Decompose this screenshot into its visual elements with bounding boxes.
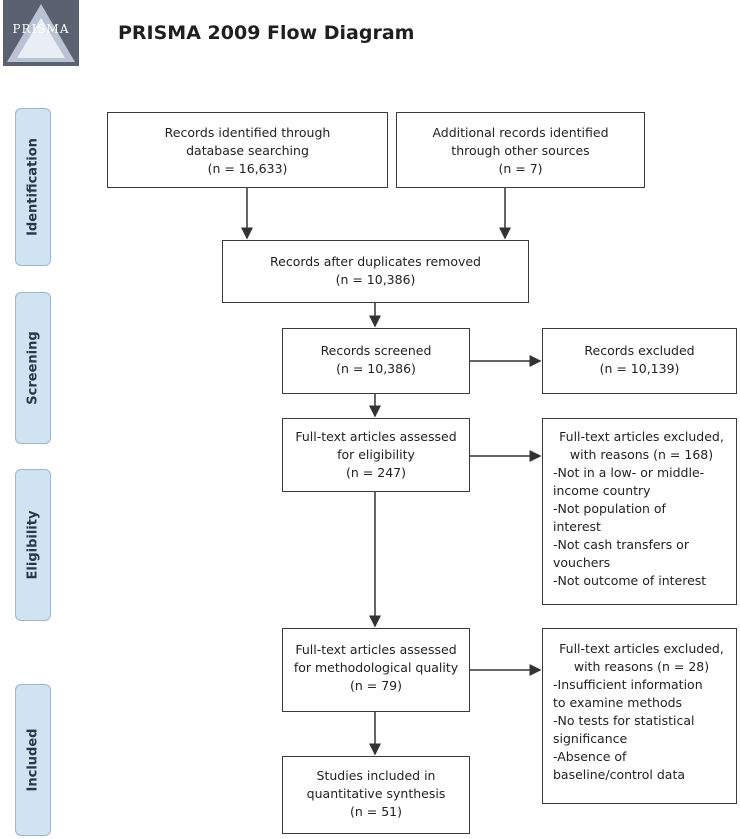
triangle-icon (7, 4, 75, 62)
box-line: Full-text articles excluded, (559, 641, 724, 656)
box-line: (n = 7) (498, 161, 543, 176)
box-line: Records excluded (584, 343, 695, 358)
box-line: (n = 10,386) (336, 361, 416, 376)
box-line: for eligibility (337, 447, 415, 462)
box-line: through other sources (451, 143, 590, 158)
box-line: (n = 16,633) (207, 161, 288, 176)
box-line: quantitative synthesis (306, 786, 446, 801)
prisma-logo: PRISMA (3, 0, 79, 66)
box-line: database searching (186, 143, 309, 158)
stage-identification: Identification (15, 108, 51, 266)
box-methodological-quality: Full-text articles assessed for methodol… (282, 628, 470, 712)
box-line: significance (553, 731, 628, 746)
box-line: (n = 10,386) (335, 272, 416, 287)
box-line: Full-text articles excluded, (559, 429, 724, 444)
box-line: -Not cash transfers or (553, 537, 689, 552)
box-line: with reasons (n = 28) (573, 659, 710, 674)
stage-screening: Screening (15, 292, 51, 444)
box-line: (n = 247) (346, 465, 406, 480)
box-records-screened: Records screened (n = 10,386) (282, 328, 470, 394)
stage-included: Included (15, 684, 51, 836)
box-line: Full-text articles assessed (295, 642, 457, 657)
box-line: Full-text articles assessed (295, 429, 457, 444)
box-line: vouchers (553, 555, 611, 570)
box-line: baseline/control data (553, 767, 686, 782)
stage-eligibility: Eligibility (15, 469, 51, 621)
box-line: interest (553, 519, 601, 534)
box-line: Records screened (320, 343, 432, 358)
box-line: -Insufficient information (553, 677, 703, 692)
box-database-records: Records identified through database sear… (107, 112, 388, 188)
box-other-sources: Additional records identified through ot… (396, 112, 645, 188)
box-line: -Absence of (553, 749, 627, 764)
logo-text: PRISMA (12, 22, 70, 36)
box-line: Records identified through (164, 125, 331, 140)
box-line: Records after duplicates removed (270, 254, 481, 269)
box-records-excluded: Records excluded (n = 10,139) (542, 328, 737, 394)
box-line: Studies included in (316, 768, 436, 783)
box-line: -Not outcome of interest (553, 573, 707, 588)
page-title: PRISMA 2009 Flow Diagram (118, 22, 415, 44)
box-line: Additional records identified (432, 125, 609, 140)
box-methodological-excluded: Full-text articles excluded, with reason… (542, 628, 737, 804)
box-line: -Not population of (553, 501, 666, 516)
box-line: (n = 51) (349, 804, 402, 819)
box-line: for methodological quality (293, 660, 459, 675)
box-line: -Not in a low- or middle- (553, 465, 705, 480)
box-fulltext-assessed: Full-text articles assessed for eligibil… (282, 418, 470, 492)
box-studies-included: Studies included in quantitative synthes… (282, 756, 470, 834)
box-line: (n = 10,139) (599, 361, 680, 376)
box-line: to examine methods (553, 695, 683, 710)
box-line: income country (553, 483, 651, 498)
box-line: with reasons (n = 168) (569, 447, 714, 462)
box-fulltext-excluded: Full-text articles excluded, with reason… (542, 418, 737, 605)
box-line: -No tests for statistical (553, 713, 695, 728)
box-line: (n = 79) (349, 678, 402, 693)
box-duplicates-removed: Records after duplicates removed (n = 10… (222, 240, 529, 303)
